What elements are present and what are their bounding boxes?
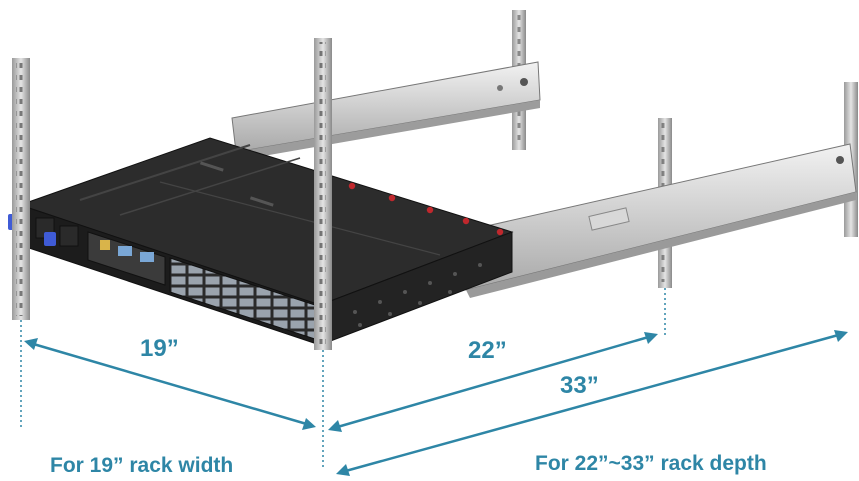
side-vents [353, 263, 482, 327]
width-dimension-arrow [29, 341, 311, 427]
dimension-arrows [24, 330, 848, 476]
rack-post-icon [12, 58, 30, 430]
rack-depth-caption: For 22”~33” rack depth [535, 452, 767, 475]
red-screws [348, 182, 504, 236]
rack-width-caption: For 19” rack width [50, 454, 233, 477]
depth-max-dimension-arrow [341, 332, 843, 474]
slide-rail-icon [459, 143, 857, 298]
network-switch-icon [8, 137, 514, 346]
latch-right [44, 232, 56, 246]
depth-max-dimension-label: 33” [560, 372, 599, 399]
depth-min-dimension-arrow [333, 334, 653, 430]
rack-post-icon [314, 38, 332, 470]
slide-rail-icon [231, 61, 541, 160]
front-rack-posts [12, 38, 332, 470]
width-dimension-label: 19” [140, 335, 179, 362]
depth-min-dimension-label: 22” [468, 337, 507, 364]
